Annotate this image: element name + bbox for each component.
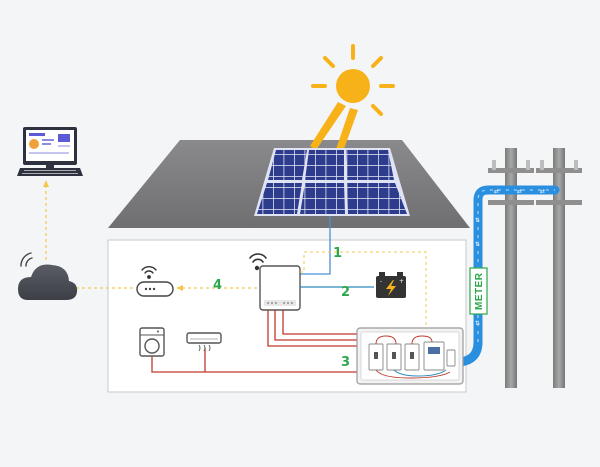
connection-label-2: 2 (341, 285, 350, 300)
connection-label-4: 4 (213, 278, 222, 293)
svg-text:⇅: ⇅ (475, 241, 480, 248)
svg-text:⇅: ⇅ (475, 320, 480, 327)
svg-text:⇄: ⇄ (540, 188, 545, 195)
meter-label: METER (474, 272, 485, 310)
washing-machine-icon (139, 327, 165, 357)
connection-label-3: 3 (341, 355, 350, 370)
network-connection: 4 (43, 180, 427, 330)
pv-connection: 1 (300, 216, 342, 275)
wifi-icon (249, 253, 267, 271)
connection-label-1: 1 (333, 246, 342, 261)
computer-icon (17, 127, 83, 176)
svg-text:⇅: ⇅ (475, 217, 480, 224)
battery-icon: - + (376, 272, 406, 298)
utility-pole-icon (488, 148, 582, 388)
svg-text:⇄: ⇄ (494, 188, 499, 195)
ac-wiring (151, 310, 372, 373)
sun-icon (310, 44, 395, 160)
air-conditioner-icon (186, 332, 222, 352)
inverter-icon (249, 253, 301, 311)
battery-connection: 2 (300, 285, 374, 300)
svg-text:⇄: ⇄ (517, 188, 522, 195)
svg-text:-: - (380, 278, 382, 285)
meter: METER (469, 267, 488, 315)
svg-text:+: + (399, 278, 404, 285)
cloud-icon (18, 252, 78, 300)
solar-panel-icon (254, 148, 410, 216)
router-icon (136, 266, 174, 297)
distribution-box-icon (356, 327, 464, 385)
